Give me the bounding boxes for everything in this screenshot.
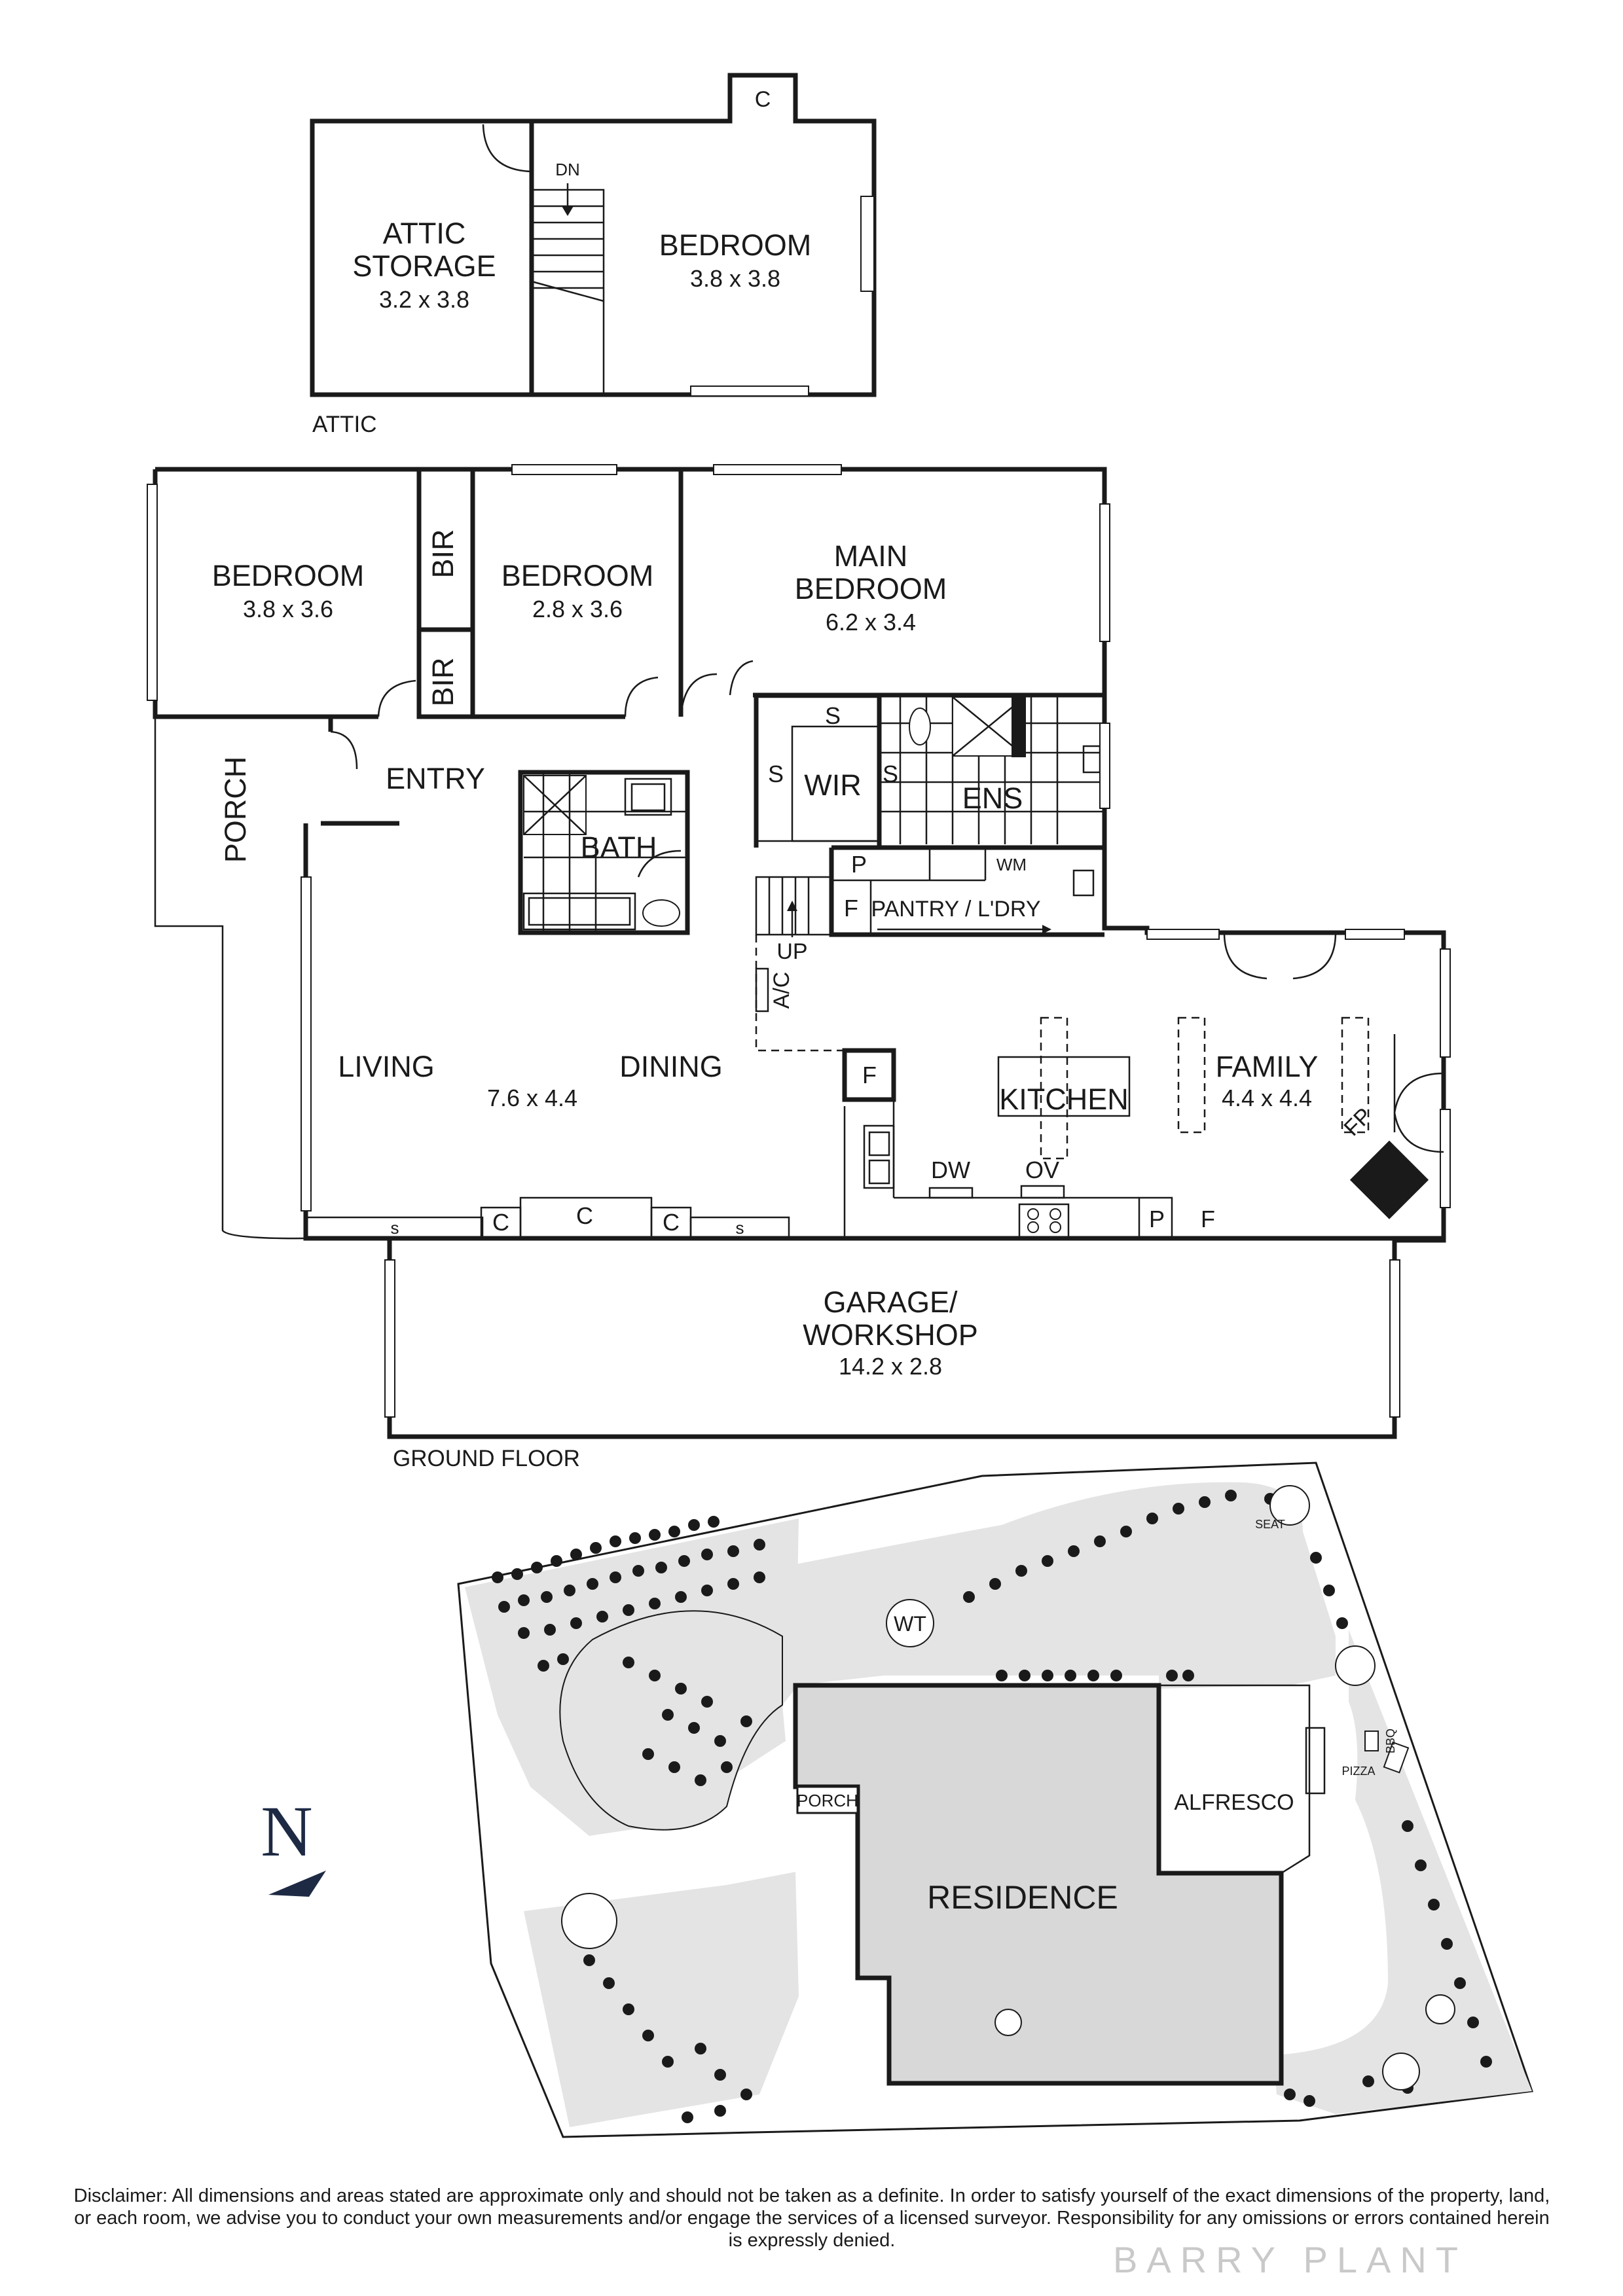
north-label: N	[261, 1791, 312, 1871]
bathroom	[518, 770, 690, 935]
room-name: STORAGE	[352, 249, 496, 283]
fridge-label: F	[1201, 1206, 1215, 1232]
residence-label: RESIDENCE	[927, 1879, 1118, 1916]
dw-label: DW	[931, 1157, 970, 1183]
room-dims: 6.2 x 3.4	[826, 609, 916, 636]
ground-stair	[755, 876, 1051, 937]
fridge-label: F	[844, 895, 858, 922]
room-name: KITCHEN	[999, 1083, 1129, 1116]
ensuite-tiles	[879, 695, 1104, 844]
shelf-label: S	[825, 702, 841, 729]
porch-outline	[154, 717, 306, 1240]
room-name: PORCH	[219, 757, 252, 863]
shelf-label: s	[736, 1218, 744, 1238]
room-name: WIR	[804, 768, 861, 802]
fp-label: FP	[1339, 1103, 1377, 1141]
watermark-logo: BARRY PLANT	[1113, 2239, 1467, 2280]
attic-stair	[530, 183, 605, 396]
room-dims: 3.8 x 3.6	[243, 596, 333, 622]
fridge-label: F	[862, 1062, 877, 1088]
stair-dn-label: DN	[555, 160, 580, 179]
room-name: DINING	[619, 1050, 723, 1083]
room-dims: 14.2 x 2.8	[839, 1353, 942, 1380]
room-name: LIVING	[338, 1050, 435, 1083]
trees	[492, 1485, 1492, 2123]
room-dims: 7.6 x 4.4	[487, 1085, 577, 1111]
room-name: ENTRY	[386, 762, 485, 795]
room-dims: 4.4 x 4.4	[1222, 1085, 1312, 1111]
disclaimer-text: Disclaimer: All dimensions and areas sta…	[73, 2185, 1550, 2251]
ground-level: BEDROOM 3.8 x 3.6 BEDROOM 2.8 x 3.6 MAIN…	[147, 464, 1451, 1471]
room-dims: 2.8 x 3.6	[532, 596, 623, 622]
ac-label: A/C	[769, 972, 794, 1009]
site-porch-label: PORCH	[797, 1791, 858, 1810]
room-name: ATTIC	[383, 217, 466, 250]
room-name: ENS	[962, 781, 1023, 815]
ov-label: OV	[1025, 1157, 1059, 1183]
room-name: FAMILY	[1216, 1050, 1319, 1083]
bbq-label: BBQ	[1384, 1729, 1397, 1753]
room-name: BEDROOM	[659, 228, 812, 262]
room-name: BEDROOM	[501, 559, 654, 592]
floor-label: GROUND FLOOR	[393, 1446, 580, 1471]
wm-label: WM	[996, 855, 1027, 874]
pantry-p-label: P	[1149, 1206, 1165, 1232]
room-dims: 3.2 x 3.8	[379, 286, 469, 313]
site-plan: N	[261, 1462, 1534, 2138]
cupboard-label: C	[576, 1202, 593, 1229]
alfresco-label: ALFRESCO	[1174, 1790, 1294, 1815]
pantry-p-label: P	[851, 851, 867, 878]
cupboard-label: C	[663, 1209, 680, 1236]
room-name: MAIN	[834, 539, 908, 573]
room-name: BEDROOM	[212, 559, 365, 592]
bir-label: BIR	[426, 529, 460, 578]
shelf-label: s	[391, 1218, 399, 1238]
bir-label: BIR	[426, 657, 460, 706]
north-arrow-icon	[268, 1871, 326, 1897]
kitchen-fittings	[842, 1016, 1429, 1238]
stair-up-label: UP	[776, 939, 807, 964]
cupboards-south	[304, 1196, 790, 1240]
attic-level: DN C ATTIC STORAGE 3.2 x 3.8 BEDROOM 3.8…	[310, 73, 877, 437]
water-tank-label: WT	[894, 1612, 926, 1636]
room-name: BATH	[581, 831, 657, 864]
shelf-label: S	[883, 761, 898, 787]
shelf-label: S	[768, 761, 784, 787]
floor-label: ATTIC	[312, 412, 377, 437]
room-name: GARAGE/	[823, 1285, 958, 1319]
room-dims: 3.8 x 3.8	[690, 265, 780, 292]
room-name: PANTRY / L'DRY	[871, 897, 1040, 922]
cupboard-label: C	[755, 87, 771, 112]
garage	[384, 1240, 1400, 1439]
room-name: BEDROOM	[795, 572, 947, 605]
room-name: WORKSHOP	[803, 1318, 978, 1352]
pizza-label: PIZZA	[1341, 1765, 1375, 1778]
seat-label: SEAT	[1255, 1518, 1285, 1531]
cupboard-label: C	[492, 1209, 509, 1236]
